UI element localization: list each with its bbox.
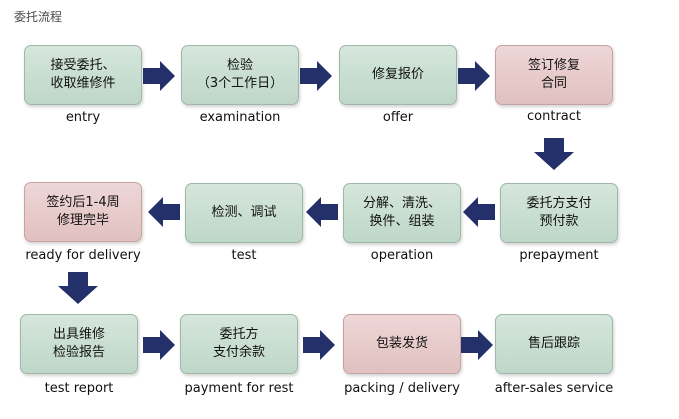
arrow-left-icon bbox=[463, 197, 495, 227]
step-label-contract: 签订修复 合同 bbox=[527, 58, 580, 91]
step-box-offer: 修复报价 bbox=[339, 45, 457, 105]
step-caption-packing-delivery: packing / delivery bbox=[344, 381, 460, 396]
step-box-packing-delivery: 包装发货 bbox=[343, 314, 461, 374]
arrow-down-icon bbox=[58, 272, 98, 304]
page-title: 委托流程 bbox=[14, 10, 63, 24]
step-caption-offer: offer bbox=[382, 110, 414, 125]
arrow-right-icon bbox=[458, 61, 490, 91]
step-caption-contract: contract bbox=[527, 109, 581, 124]
step-caption-operation: operation bbox=[370, 248, 434, 263]
arrow-right-icon bbox=[143, 330, 175, 360]
arrow-right-icon bbox=[303, 330, 335, 360]
arrow-left-icon bbox=[306, 197, 338, 227]
arrow-down-icon bbox=[534, 138, 574, 170]
step-box-prepayment: 委托方支付 预付款 bbox=[500, 183, 618, 243]
arrow-right-icon bbox=[300, 61, 332, 91]
step-label-prepayment: 委托方支付 预付款 bbox=[526, 196, 592, 229]
step-box-after-sales-service: 售后跟踪 bbox=[495, 314, 613, 374]
step-caption-test-report: test report bbox=[44, 381, 114, 396]
step-label-entry: 接受委托、 收取维修件 bbox=[50, 58, 116, 91]
step-label-test-report: 出具维修 检验报告 bbox=[52, 327, 105, 360]
step-label-payment-for-rest: 委托方 支付余款 bbox=[212, 327, 265, 360]
step-caption-after-sales-service: after-sales service bbox=[494, 381, 614, 396]
step-caption-entry: entry bbox=[65, 110, 101, 125]
step-box-test: 检测、调试 bbox=[185, 183, 303, 243]
arrow-left-icon bbox=[148, 197, 180, 227]
step-box-test-report: 出具维修 检验报告 bbox=[20, 314, 138, 374]
step-label-after-sales-service: 售后跟踪 bbox=[527, 336, 580, 351]
step-box-contract: 签订修复 合同 bbox=[495, 45, 613, 105]
step-caption-prepayment: prepayment bbox=[519, 248, 599, 263]
step-box-operation: 分解、清洗、 换件、组装 bbox=[343, 183, 461, 243]
step-box-payment-for-rest: 委托方 支付余款 bbox=[180, 314, 298, 374]
step-label-operation: 分解、清洗、 换件、组装 bbox=[362, 196, 441, 229]
step-box-ready-for-delivery: 签约后1-4周 修理完毕 bbox=[24, 182, 142, 242]
step-caption-test: test bbox=[231, 248, 257, 263]
arrow-right-icon bbox=[143, 61, 175, 91]
arrow-right-icon bbox=[461, 330, 493, 360]
step-label-examination: 检验 （3个工作日） bbox=[196, 58, 284, 91]
step-label-ready-for-delivery: 签约后1-4周 修理完毕 bbox=[46, 195, 120, 228]
step-caption-payment-for-rest: payment for rest bbox=[184, 381, 294, 396]
step-box-examination: 检验 （3个工作日） bbox=[181, 45, 299, 105]
step-caption-ready-for-delivery: ready for delivery bbox=[25, 248, 141, 263]
step-label-offer: 修复报价 bbox=[371, 67, 424, 82]
step-label-packing-delivery: 包装发货 bbox=[375, 336, 428, 351]
step-label-test: 检测、调试 bbox=[211, 205, 277, 220]
step-caption-examination: examination bbox=[199, 110, 281, 125]
step-box-entry: 接受委托、 收取维修件 bbox=[24, 45, 142, 105]
